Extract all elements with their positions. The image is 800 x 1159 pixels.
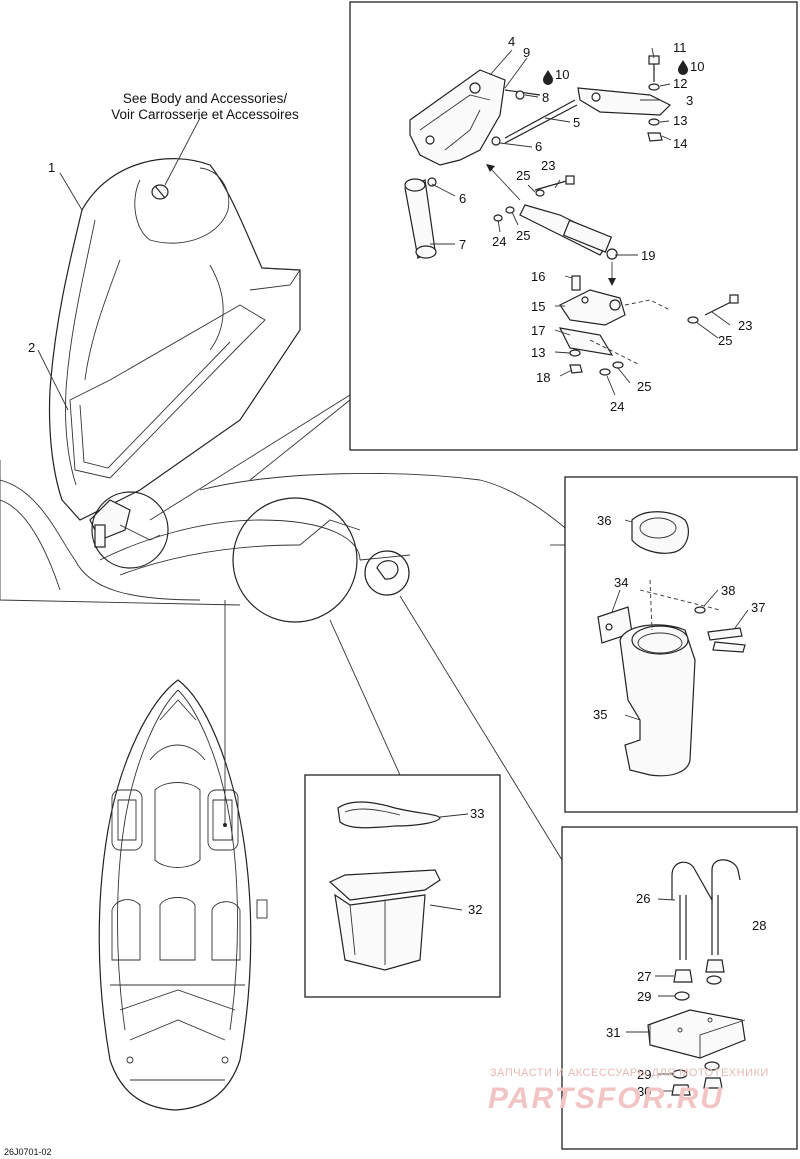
reference-note-line1: See Body and Accessories/ [123,91,288,106]
part-label: 32 [468,902,482,917]
part-label: 25 [718,333,732,348]
part-label: 35 [593,707,607,722]
part-label: 24 [610,399,624,414]
part-label: 18 [536,370,550,385]
part-label: 36 [597,513,611,528]
part-label: 33 [470,806,484,821]
part-label: 37 [751,600,765,615]
part-label: 10 [555,67,569,82]
seat-drawing [48,158,301,521]
part-label: 30 [637,1084,651,1099]
part-label: 7 [459,237,466,252]
part-label: 25 [637,379,651,394]
part-label: 14 [673,136,687,151]
part-label: 10 [690,59,704,74]
part-label: 9 [523,45,530,60]
reference-note-line2: Voir Carrosserie et Accessoires [111,107,299,122]
part-label: 38 [721,583,735,598]
part-label: 28 [752,918,766,933]
watermark-logo: PARTSFOR.RU [488,1082,724,1115]
part-label: 6 [459,191,466,206]
part-label: 29 [637,1067,651,1082]
part-label: 25 [516,228,530,243]
part-label: 13 [673,113,687,128]
part-label: 12 [673,76,687,91]
part-label: 25 [516,168,530,183]
part-label: 23 [541,158,555,173]
tie-down-drawing [626,859,746,1096]
part-label: 34 [614,575,628,590]
hull-section-drawing [0,399,601,623]
part-label: 3 [686,93,693,108]
watermark-line1: ЗАПЧАСТИ И АКСЕССУАРЫ ДЛЯ МОТОТЕХНИКИ [490,1067,769,1079]
part-label: 6 [535,139,542,154]
watercraft-top-view [98,679,268,1111]
part-label: 4 [508,34,515,49]
storage-bin-drawing [328,801,469,971]
latch-mechanism-drawing [404,55,739,376]
part-labels: 1 2 3 4 5 6 6 7 8 9 10 10 11 12 13 13 14… [28,34,766,1099]
part-label: 5 [573,115,580,130]
drawing-code: 26J0701-02 [4,1147,52,1157]
part-label: 27 [637,969,651,984]
part-label: 19 [641,248,655,263]
part-label: 8 [542,90,549,105]
part-label: 15 [531,299,545,314]
part-label: 13 [531,345,545,360]
oil-drop-icon [543,70,553,85]
part-label: 24 [492,234,506,249]
part-label: 31 [606,1025,620,1040]
cup-holder-drawing [597,511,749,777]
part-label: 2 [28,340,35,355]
part-label: 26 [636,891,650,906]
part-label: 16 [531,269,545,284]
part-label: 29 [637,989,651,1004]
part-label: 23 [738,318,752,333]
part-label: 1 [48,160,55,175]
oil-drop-icon [678,60,688,75]
part-label: 17 [531,323,545,338]
part-label: 11 [673,40,687,55]
